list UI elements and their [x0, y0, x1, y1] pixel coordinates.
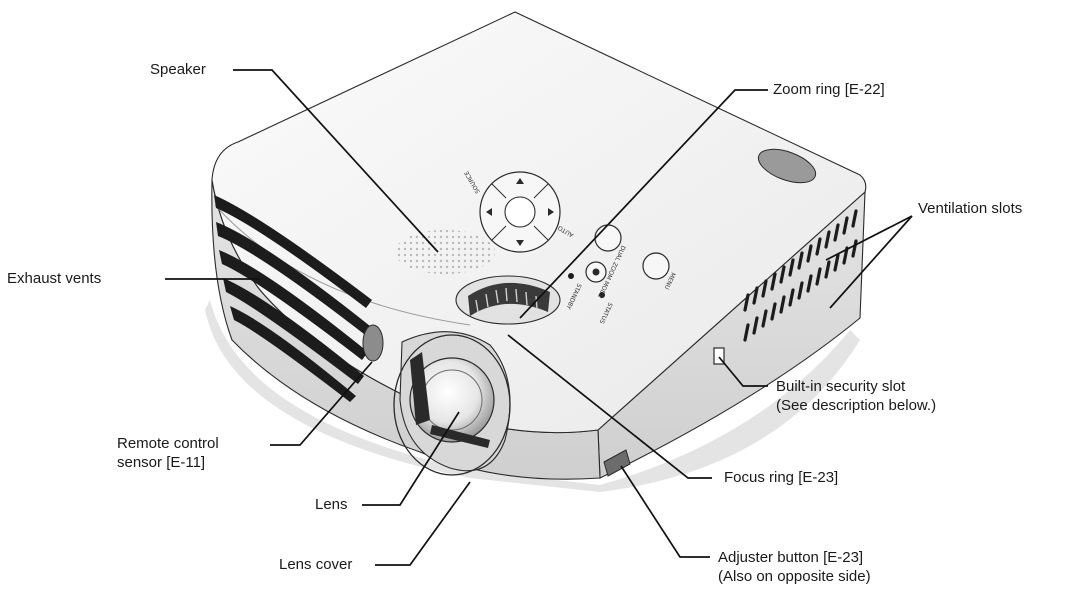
standby-indicator	[568, 273, 574, 279]
zoom-focus-rings	[468, 282, 550, 316]
rear-lamp-cover	[757, 148, 817, 184]
menu-button	[642, 252, 670, 280]
lens-cover-ring	[393, 334, 511, 476]
adjuster-button	[603, 449, 631, 477]
callout-security-slot: Built-in security slot (See description …	[776, 377, 936, 415]
callout-remote-sensor: Remote control sensor [E-11]	[117, 434, 219, 472]
ventilation-slot-rows	[743, 209, 858, 342]
callout-security-slot-line-2: (See description below.)	[776, 397, 937, 414]
callout-speaker-text: Speaker	[150, 61, 206, 78]
speaker-grille	[395, 230, 495, 274]
callout-security-slot-line-1: Built-in security slot	[776, 378, 906, 395]
callout-ventilation-slots-text: Ventilation slots	[918, 200, 1023, 217]
exhaust-vent-fins	[214, 195, 372, 402]
callout-speaker: Speaker	[150, 60, 206, 79]
callout-lens-text: Lens	[315, 496, 348, 513]
hood-line	[214, 204, 471, 326]
callout-remote-sensor-line-2: sensor [E-11]	[117, 454, 206, 471]
dual-zoom-button	[594, 224, 622, 252]
callout-zoom-ring: Zoom ring [E-22]	[773, 80, 885, 99]
remote-sensor-window	[362, 324, 384, 362]
callout-focus-ring-text: Focus ring [E-23]	[724, 469, 839, 486]
status-indicator	[599, 292, 605, 298]
callout-exhaust-vents: Exhaust vents	[7, 269, 101, 288]
callout-adjuster-button-line-2: (Also on opposite side)	[718, 568, 871, 585]
callout-adjuster-button: Adjuster button [E-23] (Also on opposite…	[718, 548, 871, 586]
callout-lens-cover-text: Lens cover	[279, 556, 353, 573]
security-slot	[713, 347, 725, 365]
direction-pad: AUTO SOURCE	[463, 169, 575, 253]
ground-shadow	[205, 300, 860, 492]
callout-exhaust-vents-text: Exhaust vents	[7, 270, 102, 287]
leader-lines	[165, 69, 913, 566]
callout-remote-sensor-line-1: Remote control	[117, 435, 219, 452]
callout-ventilation-slots: Ventilation slots	[918, 199, 1022, 218]
callout-adjuster-button-line-1: Adjuster button [E-23]	[718, 549, 864, 566]
callout-focus-ring: Focus ring [E-23]	[724, 468, 838, 487]
callout-lens-cover: Lens cover	[279, 555, 352, 574]
callout-lens: Lens	[315, 495, 348, 514]
callout-zoom-ring-text: Zoom ring [E-22]	[773, 81, 885, 98]
